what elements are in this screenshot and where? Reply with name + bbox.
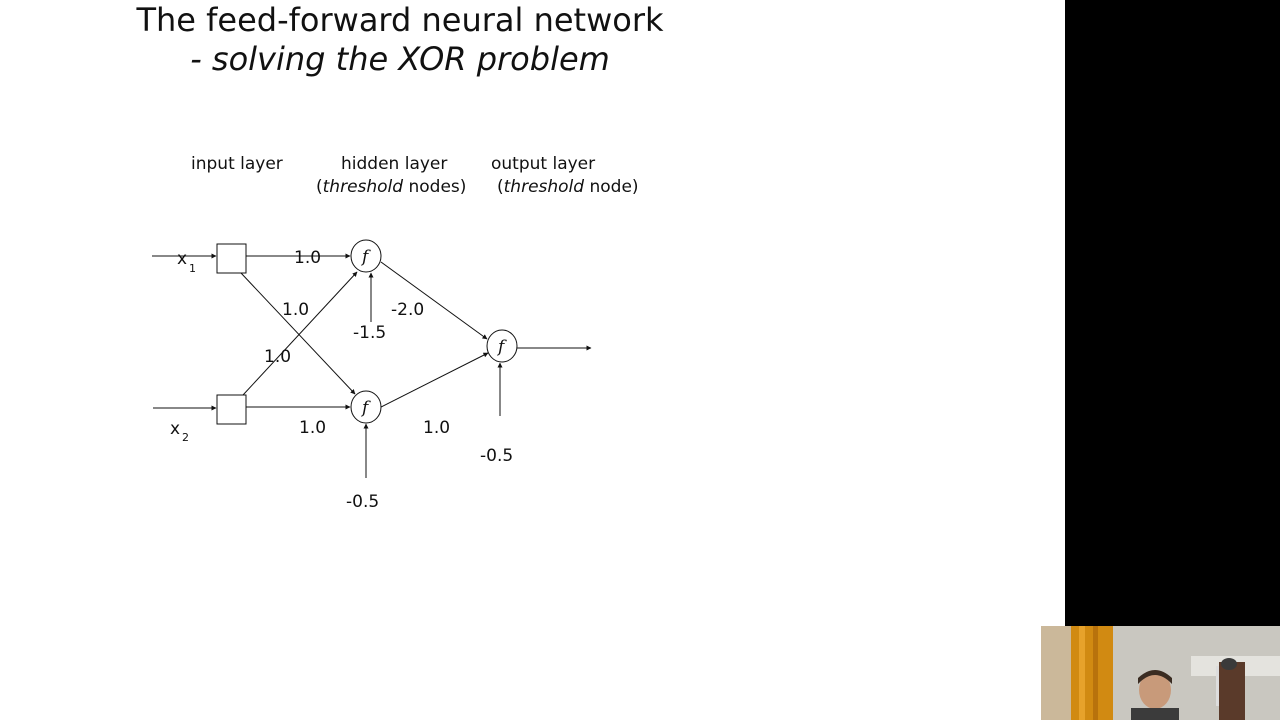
hidden-layer-sublabel: (threshold nodes) <box>316 177 467 197</box>
side-panel <box>1065 0 1280 626</box>
slide-subtitle: - solving the XOR problem <box>190 40 610 78</box>
input-label-x2: x <box>170 419 181 439</box>
weight-h1-out: -2.0 <box>391 300 425 320</box>
hidden-node-1-symbol: f <box>360 247 371 267</box>
weight-x1-h1: 1.0 <box>294 248 322 268</box>
hidden-node-2-symbol: f <box>360 398 371 418</box>
hidden-layer-label: hidden layer <box>341 154 448 174</box>
input-label-x1-subscript: 1 <box>189 262 196 275</box>
edge-h2-out <box>380 352 489 408</box>
network-diagram: f f f <box>152 239 592 478</box>
input-node-x1 <box>216 243 247 274</box>
output-layer-label: output layer <box>491 154 596 174</box>
output-layer-sublabel: (threshold node) <box>497 177 639 197</box>
slide: The feed-forward neural network - solvin… <box>136 1 664 512</box>
weight-x1-h2: 1.0 <box>282 300 310 320</box>
edge-x1-h2 <box>240 272 356 395</box>
webcam-scene <box>1041 626 1280 720</box>
bias-out: -0.5 <box>480 446 514 466</box>
weight-h2-out: 1.0 <box>423 418 451 438</box>
input-layer-label: input layer <box>191 154 283 174</box>
slide-title: The feed-forward neural network <box>136 1 664 39</box>
weight-x2-h2: 1.0 <box>299 418 327 438</box>
edge-x2-h1 <box>242 271 358 396</box>
input-label-x1: x <box>177 249 188 269</box>
bias-h2: -0.5 <box>346 492 380 512</box>
edge-h1-out <box>380 261 488 340</box>
weight-x2-h1: 1.0 <box>264 347 292 367</box>
hidden-node-1 <box>350 239 382 273</box>
input-label-x2-subscript: 2 <box>182 431 189 444</box>
output-node-symbol: f <box>496 337 507 357</box>
output-node <box>486 329 518 363</box>
input-node-x2 <box>216 394 247 425</box>
webcam-video <box>1041 626 1280 720</box>
bias-h1: -1.5 <box>353 323 387 343</box>
